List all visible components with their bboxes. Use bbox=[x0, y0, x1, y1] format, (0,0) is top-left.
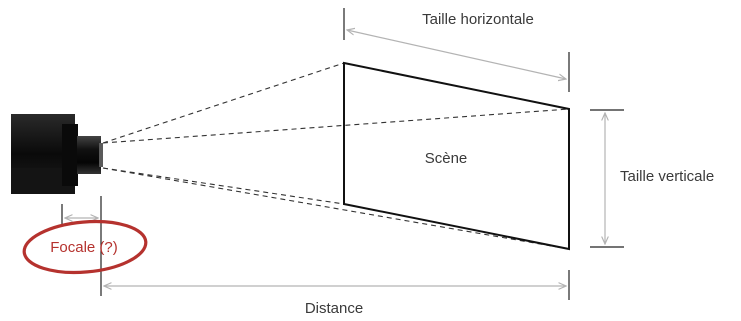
camera-icon bbox=[11, 114, 103, 194]
vertical-size-dimension bbox=[590, 109, 624, 248]
distance-dimension bbox=[104, 270, 570, 300]
focal-highlight-circle bbox=[22, 219, 148, 275]
focal-label: Focale (?) bbox=[50, 239, 118, 256]
horizontal-size-dimension bbox=[343, 8, 570, 92]
scene-label: Scène bbox=[425, 150, 468, 167]
focal-dimension bbox=[61, 196, 102, 296]
scene-frame bbox=[343, 61, 570, 251]
field-of-view-rays bbox=[102, 62, 570, 250]
vertical-size-label: Taille verticale bbox=[620, 168, 714, 185]
distance-label: Distance bbox=[305, 300, 363, 317]
horizontal-size-label: Taille horizontale bbox=[422, 11, 534, 28]
